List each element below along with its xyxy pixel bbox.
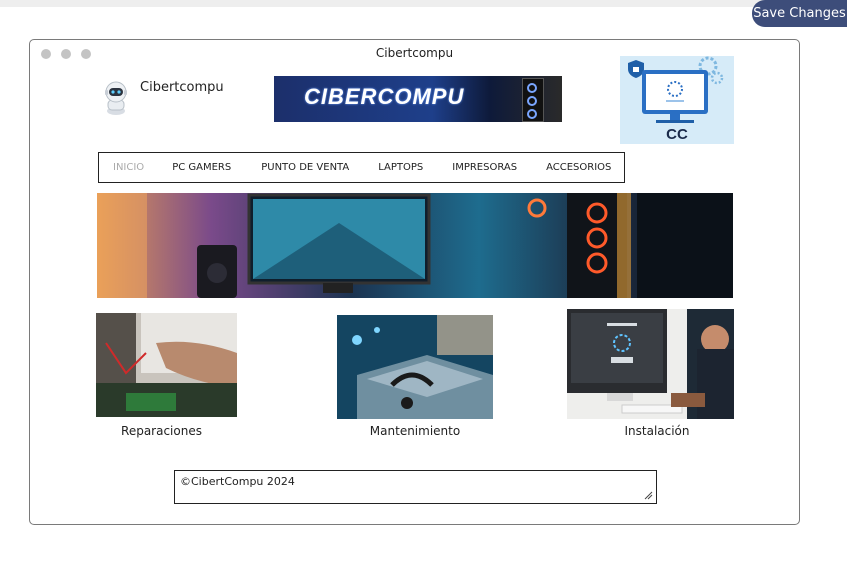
service-label-mantenimiento: Mantenimiento — [369, 424, 461, 438]
resize-handle-icon[interactable] — [644, 491, 653, 500]
save-changes-button[interactable]: Save Changes — [752, 0, 847, 27]
nav-item-accesorios[interactable]: ACCESORIOS — [546, 162, 612, 173]
banner-text: CIBERCOMPU — [304, 84, 465, 109]
cibercompu-banner: CIBERCOMPU — [274, 76, 562, 122]
footer-textarea[interactable]: ©CibertCompu 2024 — [174, 470, 657, 504]
window-dot-minimize[interactable] — [61, 49, 71, 59]
window-title: Cibertcompu — [375, 46, 454, 60]
logo-text: CC — [666, 126, 688, 143]
nav-item-punto-de-venta[interactable]: PUNTO DE VENTA — [261, 162, 350, 173]
brand-name: Cibertcompu — [140, 80, 224, 95]
service-label-reparaciones: Reparaciones — [121, 424, 202, 438]
pc-tower-icon — [522, 78, 544, 122]
robot-icon — [102, 80, 130, 121]
cc-logo: CC — [620, 56, 734, 144]
nav-item-pc-gamers[interactable]: PC GAMERS — [172, 162, 232, 173]
window-dot-maximize[interactable] — [81, 49, 91, 59]
browser-top-strip — [0, 0, 847, 7]
monitor-icon — [642, 70, 708, 123]
mantenimiento-image — [337, 315, 493, 419]
app-window: Cibertcompu Cibertcompu CIBERCOMPU — [29, 39, 800, 525]
nav-item-impresoras[interactable]: IMPRESORAS — [452, 162, 518, 173]
nav-item-laptops[interactable]: LAPTOPS — [378, 162, 424, 173]
service-label-instalacion: Instalación — [624, 424, 690, 438]
footer-text: ©CibertCompu 2024 — [180, 475, 295, 488]
hero-gaming-setup-image — [97, 193, 733, 298]
window-dot-close[interactable] — [41, 49, 51, 59]
reparaciones-image — [96, 313, 237, 417]
shield-icon — [628, 60, 644, 78]
nav-item-inicio[interactable]: INICIO — [113, 162, 145, 173]
instalacion-image — [567, 309, 734, 419]
main-nav: INICIO PC GAMERS PUNTO DE VENTA LAPTOPS … — [98, 152, 625, 183]
